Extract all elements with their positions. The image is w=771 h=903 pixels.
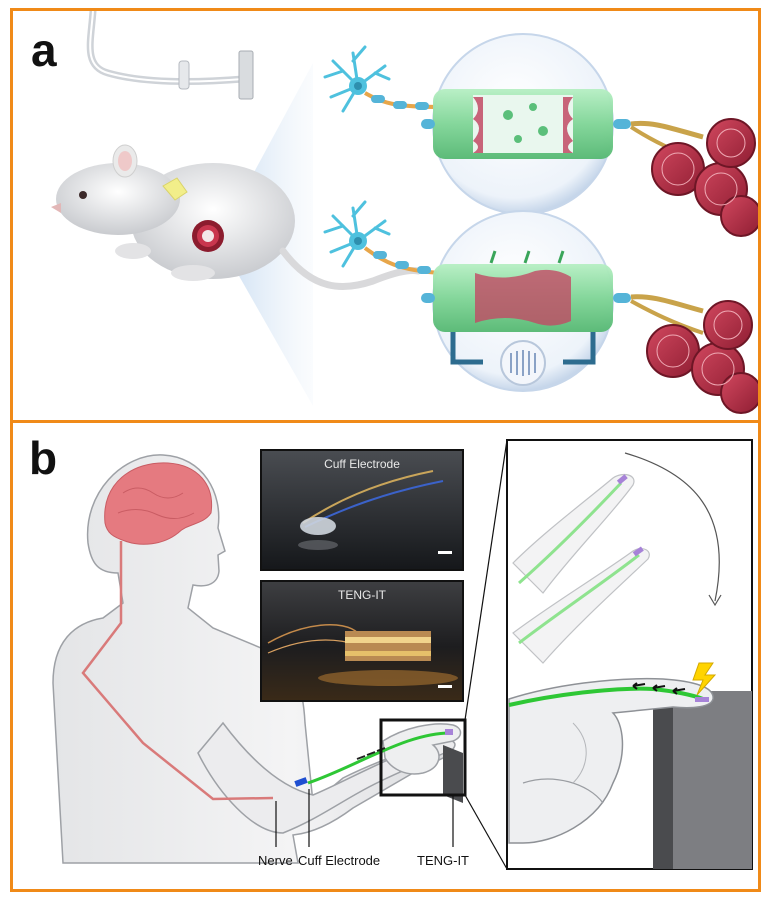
conduit-bubble-top bbox=[421, 34, 631, 214]
panel-b-illustration: Nerve Cuff Electrode TENG-IT Cuff Electr… bbox=[13, 423, 758, 889]
zoom-inset bbox=[507, 440, 752, 869]
photo-cuff-electrode: Cuff Electrode bbox=[261, 450, 463, 570]
panel-a: a bbox=[10, 8, 761, 423]
panel-b: b bbox=[10, 420, 761, 892]
tether-cable bbox=[90, 11, 253, 99]
muscle-bundle-top bbox=[631, 119, 758, 236]
conduit-bubble-bottom bbox=[421, 211, 631, 391]
rat-illustration bbox=[51, 145, 418, 287]
muscle-bundle-bottom bbox=[631, 297, 758, 413]
panel-a-illustration bbox=[13, 11, 758, 420]
photo-top-label: Cuff Electrode bbox=[324, 457, 400, 471]
photo-teng-it: TENG-IT bbox=[261, 581, 463, 701]
neuron-top bbox=[325, 47, 443, 111]
label-teng-it: TENG-IT bbox=[417, 853, 469, 868]
label-nerve: Nerve bbox=[258, 853, 293, 868]
label-cuff-electrode: Cuff Electrode bbox=[298, 853, 380, 868]
neuron-bottom bbox=[325, 202, 443, 274]
photo-bottom-label: TENG-IT bbox=[338, 588, 387, 602]
